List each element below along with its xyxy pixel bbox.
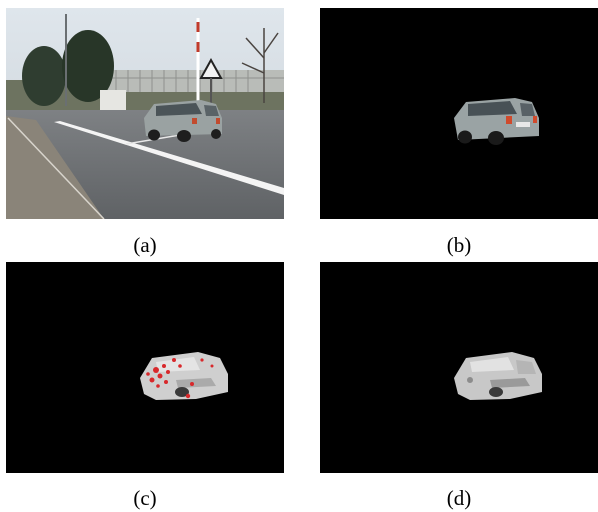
panel-d-grayscale-silhouette [320,262,598,473]
caption-c: (c) [133,486,157,510]
caption-d: (d) [446,486,472,510]
segmented-car-image [320,8,598,219]
caption-b: (b) [446,233,472,257]
panel-a-original-frame [6,8,284,219]
street-scene-image [6,8,284,219]
car-shape [144,100,222,142]
grayscale-silhouette-image [320,262,598,473]
highlighted-silhouette-image [6,262,284,473]
panel-c-highlighted-silhouette [6,262,284,473]
panel-b-segmented-object [320,8,598,219]
caption-a: (a) [133,233,157,257]
